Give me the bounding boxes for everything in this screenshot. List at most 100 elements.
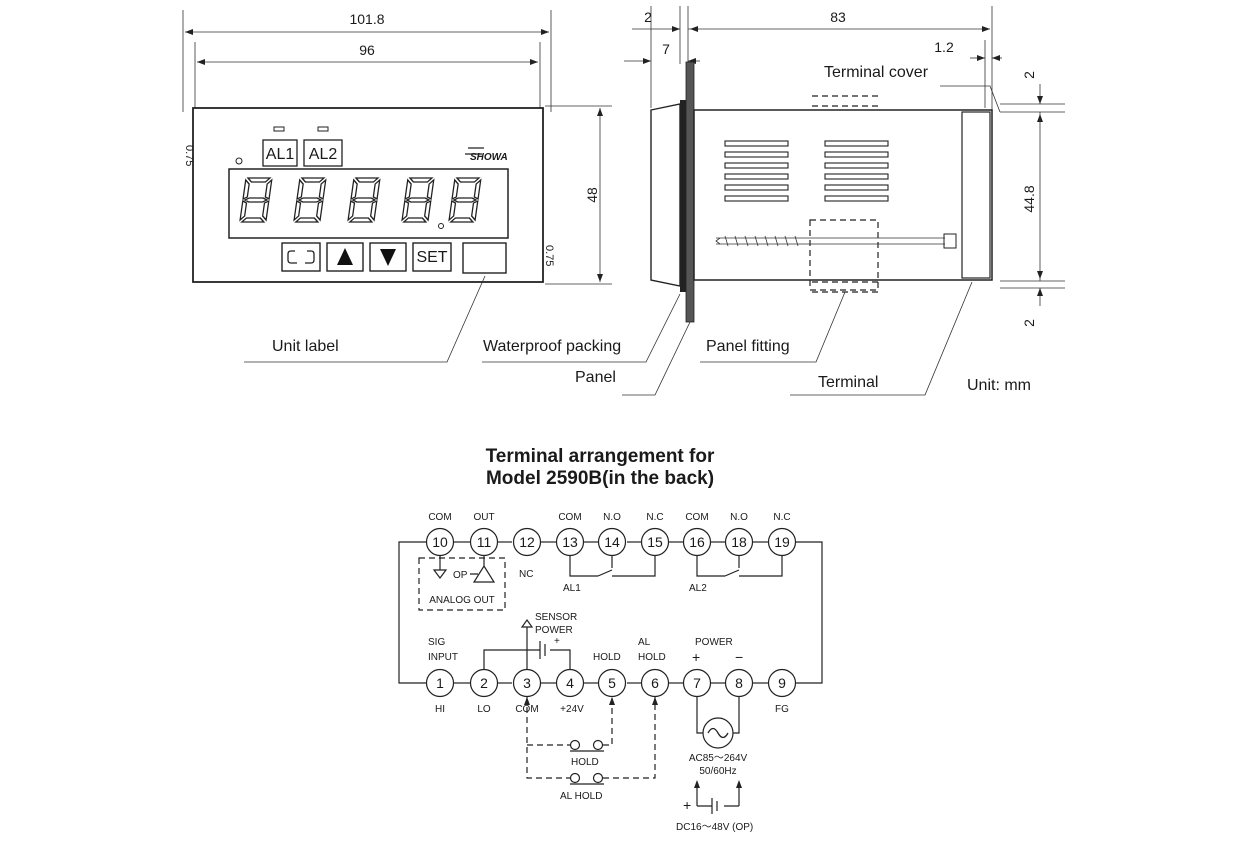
fitting-screw bbox=[715, 237, 945, 245]
dim-2-top: 2 bbox=[644, 9, 652, 25]
unit-label-leader bbox=[244, 275, 486, 363]
waterproof-packing-label: Waterproof packing bbox=[483, 338, 621, 355]
vent-slot bbox=[824, 184, 889, 191]
al1-label: AL1 bbox=[266, 146, 295, 163]
terminal-number: 16 bbox=[689, 534, 705, 550]
terminal-circle bbox=[512, 668, 542, 698]
wiring-title-line1: Terminal arrangement for bbox=[486, 446, 715, 467]
side-mark-left: 0.75 bbox=[183, 145, 195, 166]
side-mark-right: 0.75 bbox=[543, 245, 555, 266]
terminal-9: 9 bbox=[767, 668, 797, 698]
digit-1 bbox=[239, 177, 273, 223]
segment bbox=[408, 177, 434, 183]
al-label: AL bbox=[638, 637, 651, 648]
segment bbox=[315, 199, 324, 222]
terminal-8: 8 bbox=[724, 668, 754, 698]
terminal-7: 7 bbox=[682, 668, 712, 698]
down-arrow-icon bbox=[380, 249, 396, 266]
al2-com-wire bbox=[696, 556, 725, 577]
al1-contact bbox=[597, 569, 613, 577]
terminal-5: 5 bbox=[597, 668, 627, 698]
top-terminal-label: COM bbox=[685, 512, 708, 523]
dc-plus: + bbox=[683, 797, 691, 813]
al1-com-wire bbox=[569, 556, 598, 577]
top-terminal-label: N.C bbox=[773, 512, 790, 523]
terminal-number: 18 bbox=[731, 534, 747, 550]
terminal-circle bbox=[640, 527, 670, 557]
unit-mm-label: Unit: mm bbox=[967, 377, 1031, 394]
segment bbox=[455, 177, 481, 183]
al1-led bbox=[273, 126, 285, 132]
ac-wire-minus bbox=[733, 697, 740, 734]
top-terminal-label: N.O bbox=[730, 512, 748, 523]
al2-contact bbox=[724, 569, 740, 577]
front-bezel-side bbox=[650, 103, 681, 287]
al2-indicator bbox=[303, 139, 343, 167]
bottom-terminal-label: COM bbox=[515, 704, 538, 715]
bottom-terminal-label: HI bbox=[435, 704, 445, 715]
hold-switch-contact-b bbox=[592, 739, 604, 751]
terminal-number: 2 bbox=[480, 675, 488, 691]
set-key-label: SET bbox=[416, 249, 447, 266]
segment bbox=[264, 178, 273, 201]
terminal-label: Terminal bbox=[818, 374, 878, 391]
segment bbox=[347, 199, 356, 222]
terminal-4: 4 bbox=[555, 668, 585, 698]
op-amp-icon bbox=[470, 556, 496, 583]
segment bbox=[405, 197, 431, 203]
digit-4 bbox=[401, 177, 435, 223]
terminal-number: 5 bbox=[608, 675, 616, 691]
terminal-circle bbox=[469, 527, 499, 557]
digit-3 bbox=[347, 177, 381, 223]
al-hold-switch-contact-b bbox=[592, 772, 604, 784]
dc-arrow-minus bbox=[736, 780, 742, 788]
segment bbox=[261, 199, 270, 222]
panel-section bbox=[685, 61, 695, 323]
terminal-number: 14 bbox=[604, 534, 620, 550]
terminal-circle bbox=[555, 668, 585, 698]
terminal-11: 11 bbox=[469, 527, 499, 557]
front-keys[interactable]: SET bbox=[281, 242, 452, 272]
waterproof-packing-shape bbox=[680, 100, 688, 292]
terminal-number: 10 bbox=[432, 534, 448, 550]
cycle-icon bbox=[287, 250, 315, 264]
vent-slot bbox=[724, 140, 789, 147]
segment bbox=[239, 199, 248, 222]
dim-1-2: 1.2 bbox=[934, 39, 954, 55]
digit-5 bbox=[448, 177, 482, 223]
terminal-circle bbox=[555, 527, 585, 557]
dim-101-8: 101.8 bbox=[349, 11, 384, 27]
segment bbox=[448, 199, 457, 222]
al1-nc-wire bbox=[612, 556, 656, 577]
top-terminal-label: N.O bbox=[603, 512, 621, 523]
freq-label: 50/60Hz bbox=[699, 766, 736, 777]
segment bbox=[451, 178, 459, 201]
vent-slot bbox=[724, 173, 789, 180]
top-terminal-label: COM bbox=[558, 512, 581, 523]
fitting-lower-outline bbox=[812, 281, 880, 293]
analog-out-label: ANALOG OUT bbox=[429, 595, 495, 606]
side-view bbox=[650, 61, 993, 323]
terminal-cover-outline bbox=[812, 95, 880, 107]
terminal-circle bbox=[640, 668, 670, 698]
terminal-15: 15 bbox=[640, 527, 670, 557]
terminal-circle bbox=[767, 527, 797, 557]
terminal-6: 6 bbox=[640, 668, 670, 698]
set-key[interactable] bbox=[412, 242, 452, 272]
status-led bbox=[235, 157, 243, 165]
terminal-number: 11 bbox=[477, 534, 492, 550]
dim-83: 83 bbox=[830, 9, 846, 25]
bottom-terminal-label: +24V bbox=[560, 704, 584, 715]
front-dimension-lines bbox=[182, 10, 612, 285]
terminal-number: 9 bbox=[778, 675, 786, 691]
nc-label: NC bbox=[519, 569, 533, 580]
digit-2 bbox=[293, 177, 327, 223]
segment bbox=[369, 199, 378, 222]
case-body bbox=[693, 109, 993, 281]
panel-label: Panel bbox=[575, 369, 616, 386]
arrow-5 bbox=[609, 697, 615, 705]
terminal-16: 16 bbox=[682, 527, 712, 557]
